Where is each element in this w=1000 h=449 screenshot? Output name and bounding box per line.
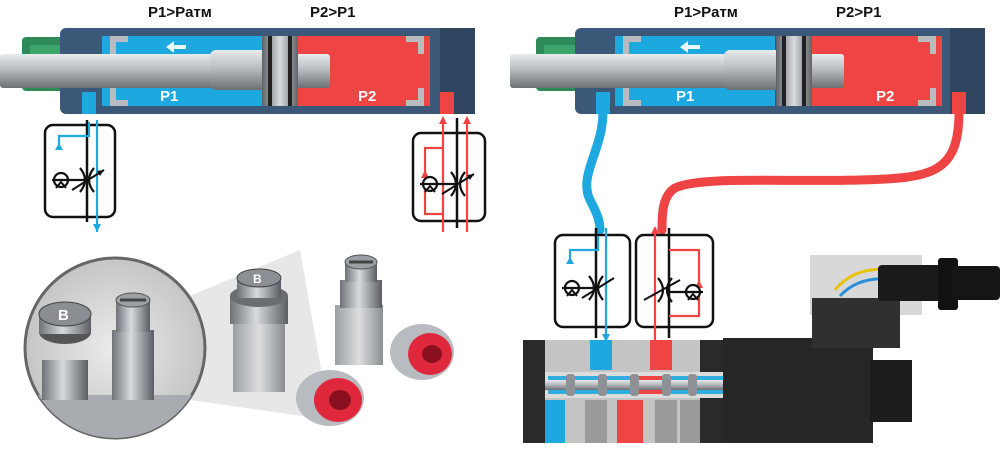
throttle-check-valve-icon bbox=[43, 123, 117, 219]
right-chamber-p1-label: P1 bbox=[676, 88, 694, 105]
cable-connector bbox=[878, 265, 946, 301]
left-chamber-p1-label: P1 bbox=[160, 88, 178, 105]
fittings-illustration: B B bbox=[23, 250, 454, 440]
arrow-left-icon bbox=[680, 41, 700, 53]
knob-letter-zoom: B bbox=[58, 307, 69, 324]
solenoid-valve bbox=[523, 255, 1000, 443]
solenoid-housing bbox=[723, 338, 873, 443]
knob-letter-fitting: B bbox=[253, 272, 262, 286]
left-label-p2-p1: P2>P1 bbox=[310, 4, 355, 21]
left-piston bbox=[262, 36, 298, 106]
right-label-p2-p1: P2>P1 bbox=[836, 4, 881, 21]
arrow-left-icon bbox=[166, 41, 186, 53]
right-chamber-p2-label: P2 bbox=[876, 88, 894, 105]
left-throttle-valve-red bbox=[411, 116, 487, 232]
right-throttle-valve-blue bbox=[553, 228, 632, 342]
right-label-p1-atm: P1>Pатм bbox=[674, 4, 738, 21]
left-label-p1-atm: P1>Pатм bbox=[148, 4, 212, 21]
red-hose bbox=[657, 107, 964, 235]
right-piston bbox=[776, 36, 812, 106]
left-chamber-p2-label: P2 bbox=[358, 88, 376, 105]
right-cylinder: P1>Pатм P2>P1 P1 P2 bbox=[510, 4, 985, 114]
right-throttle-valve-red bbox=[634, 226, 715, 340]
blue-hose bbox=[582, 107, 608, 235]
left-cylinder: P1>Pатм P2>P1 P1 P2 bbox=[0, 4, 475, 114]
left-throttle-valve-blue bbox=[43, 120, 117, 232]
